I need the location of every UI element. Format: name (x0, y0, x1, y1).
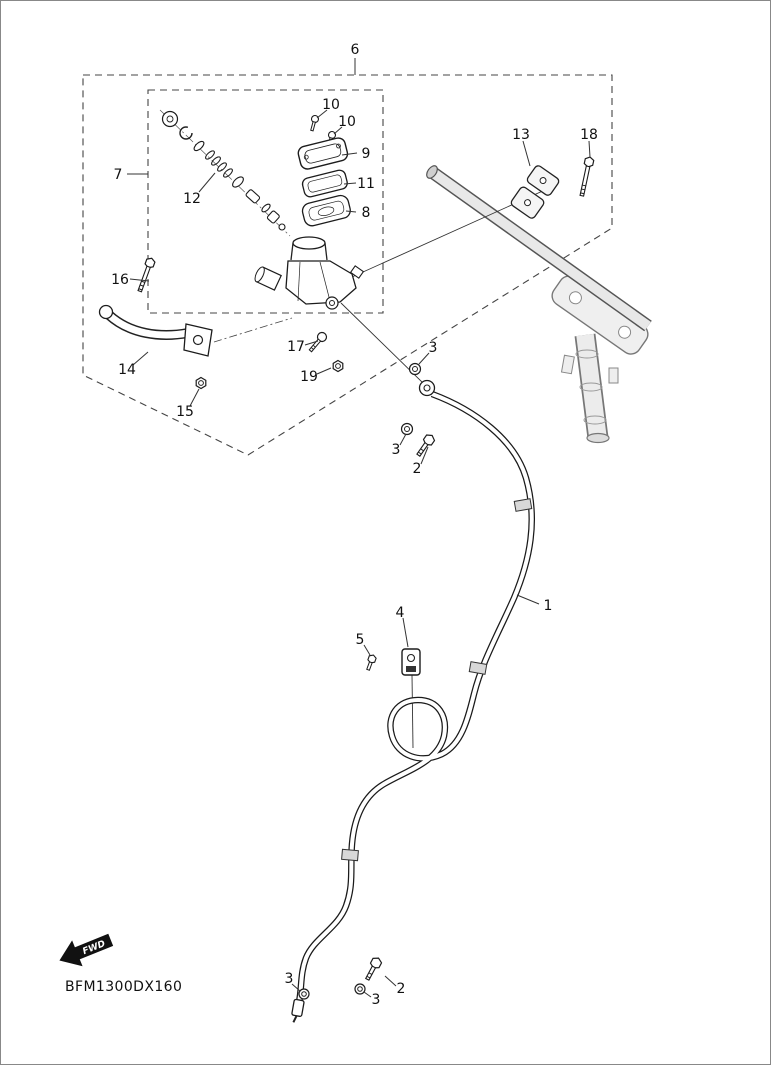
diaphragm (301, 194, 351, 227)
clamp-line (411, 674, 414, 749)
brake-hose (291, 379, 536, 1023)
hose-sleeve (341, 848, 359, 862)
callouts: 6 10 10 9 11 8 13 18 7 12 16 17 3 14 19 … (111, 42, 598, 1008)
callout-2: 2 (397, 981, 406, 997)
callout-18: 18 (580, 127, 598, 143)
hose-clamp (401, 648, 421, 676)
lever-bolt (137, 257, 156, 293)
callout-12: 12 (183, 191, 201, 207)
callout-3: 3 (429, 340, 438, 356)
callout-3: 3 (372, 992, 381, 1008)
callout-14: 14 (118, 362, 136, 378)
pivot-nut (332, 359, 344, 373)
handlebar-end (426, 165, 438, 179)
handlebar-assembly (426, 165, 652, 444)
brake-lever (98, 304, 293, 357)
callout-15: 15 (176, 404, 194, 420)
hose-sleeve (468, 661, 488, 675)
holder-bolt (579, 156, 595, 197)
callout-3: 3 (285, 971, 294, 987)
callout-4: 4 (396, 605, 405, 621)
banjo-hardware (298, 362, 436, 1000)
washer (408, 362, 422, 376)
reservoir-cap (297, 137, 349, 170)
lever-nut (195, 376, 207, 390)
pivot-screw (308, 331, 328, 353)
piston-kit (159, 109, 291, 237)
callout-1: 1 (544, 598, 553, 614)
diaphragm-plate (301, 169, 348, 198)
callout-19: 19 (300, 369, 318, 385)
callout-17: 17 (287, 339, 305, 355)
callout-10: 10 (322, 97, 340, 113)
callout-3: 3 (392, 442, 401, 458)
master-cylinder-body (254, 236, 365, 310)
callout-5: 5 (356, 632, 365, 648)
assembly-region-outline (82, 74, 613, 456)
callout-9: 9 (362, 146, 371, 162)
fwd-arrow-icon: FWD (59, 933, 114, 967)
callout-11: 11 (357, 176, 375, 192)
kit-box-outline (147, 89, 384, 314)
banjo-fitting (418, 379, 436, 397)
callout-7: 7 (114, 167, 123, 183)
fwd-label: FWD (81, 939, 107, 957)
banjo-bolt (364, 957, 383, 981)
callout-13: 13 (512, 127, 530, 143)
callout-16: 16 (111, 272, 129, 288)
washer (354, 983, 366, 995)
part-code: BFM1300DX160 (65, 979, 182, 995)
callout-10: 10 (338, 114, 356, 130)
master-cylinder-holder (510, 165, 560, 219)
hose-end-fitting (291, 998, 305, 1023)
banjo-bolt (416, 434, 436, 457)
clamp-screw (366, 654, 377, 671)
callout-6: 6 (351, 42, 360, 58)
callout-8: 8 (362, 205, 371, 221)
callout-2: 2 (413, 461, 422, 477)
washer (298, 988, 310, 1000)
washer (400, 422, 414, 436)
leader-lines (127, 58, 591, 998)
hose-sleeve (513, 498, 533, 512)
